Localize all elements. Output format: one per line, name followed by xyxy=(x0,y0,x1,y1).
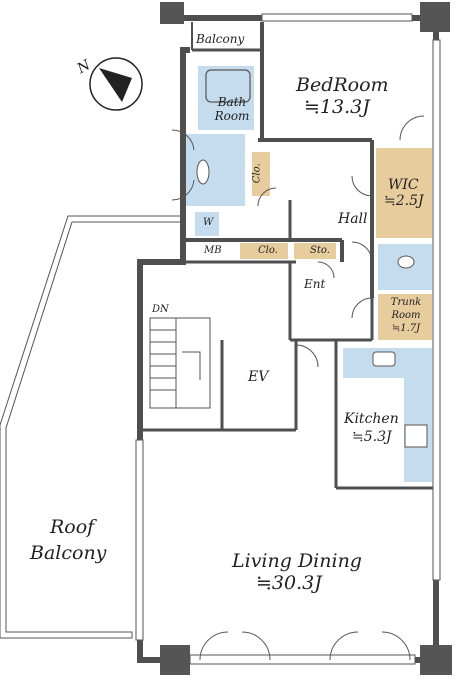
label-trunk-size: ≒1.7J xyxy=(391,323,421,334)
label-wic-size: ≒2.5J xyxy=(384,193,424,209)
label-roof-1: Roof xyxy=(50,516,95,538)
kitchen-sink xyxy=(372,351,396,367)
label-hall: Hall xyxy=(338,211,368,227)
columns xyxy=(160,2,452,675)
trunk-fill xyxy=(378,294,432,340)
label-closet-vertical: Clo. xyxy=(251,163,263,184)
clo-vertical-fill xyxy=(252,152,270,196)
clo-horizontal-fill xyxy=(240,243,288,259)
label-bedroom-size: ≒13.3J xyxy=(304,96,370,118)
label-kitchen-name: Kitchen xyxy=(344,411,399,427)
label-stairs-dn: DN xyxy=(152,304,169,315)
label-bedroom-name: BedRoom xyxy=(296,74,389,96)
closet-areas xyxy=(240,148,432,340)
compass xyxy=(89,57,143,111)
label-bathroom-1: Bath xyxy=(217,95,247,109)
toilet-bowl xyxy=(397,255,415,269)
washer-fill xyxy=(195,212,219,236)
wic-fill xyxy=(376,148,432,238)
label-washer: W xyxy=(203,217,214,228)
label-living-size: ≒30.3J xyxy=(256,572,322,594)
label-balcony-top: Balcony xyxy=(196,32,245,46)
wash-basin xyxy=(196,159,210,185)
label-trunk-2: Room xyxy=(391,310,421,321)
doors xyxy=(171,115,425,661)
label-roof-2: Balcony xyxy=(30,542,107,564)
label-closet-horizontal: Clo. xyxy=(258,245,278,256)
label-ev: EV xyxy=(248,369,269,385)
roof-balcony xyxy=(0,215,184,639)
stairs xyxy=(149,317,211,409)
label-living-name: Living Dining xyxy=(232,550,362,572)
kitchen-hob xyxy=(404,424,428,448)
label-kitchen-size: ≒5.3J xyxy=(352,429,392,445)
label-storage: Sto. xyxy=(310,245,330,256)
label-trunk-1: Trunk xyxy=(390,297,422,308)
sto-fill xyxy=(294,243,336,259)
washroom-fill xyxy=(183,134,245,206)
label-entrance: Ent xyxy=(304,277,326,291)
label-bathroom-2: Room xyxy=(214,109,250,123)
bathtub xyxy=(205,69,251,103)
label-wic-name: WIC xyxy=(388,177,419,193)
windows xyxy=(135,13,441,665)
label-mb: MB xyxy=(204,245,222,256)
